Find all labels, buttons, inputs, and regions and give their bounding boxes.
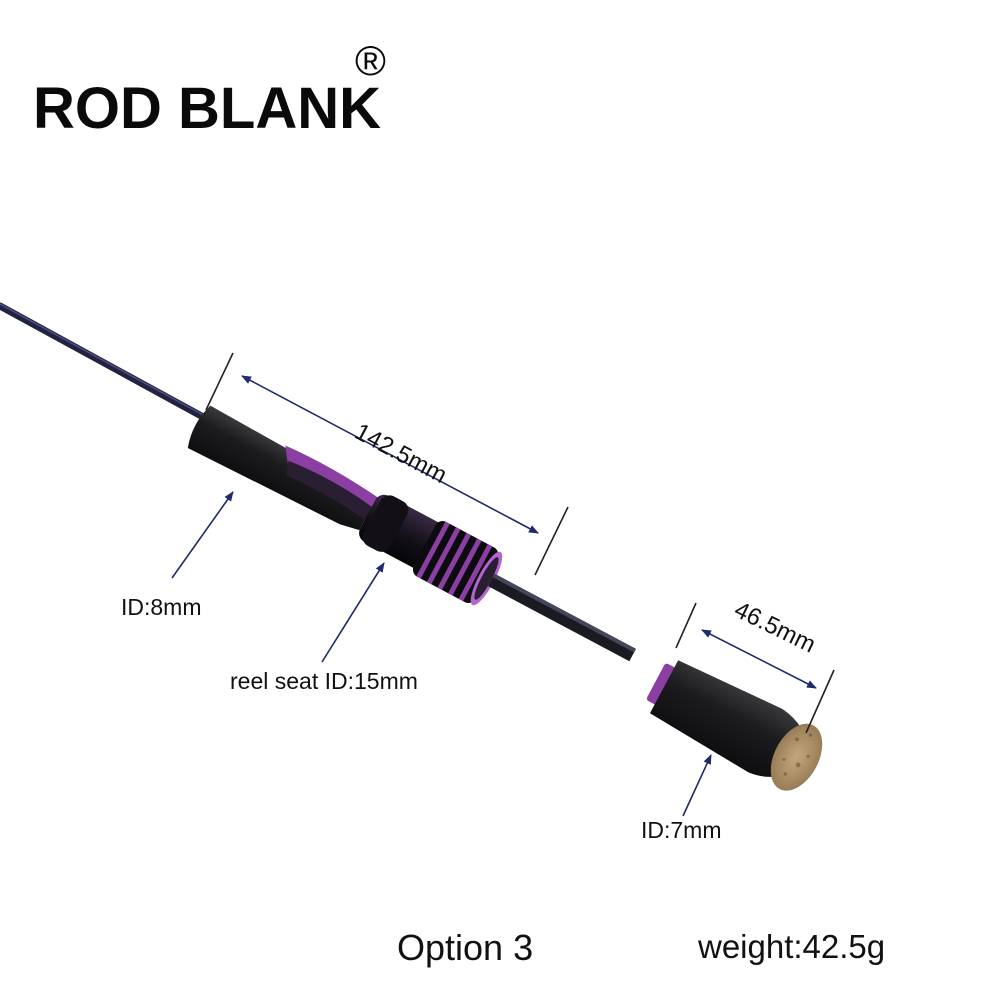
registered-mark: ® — [355, 37, 386, 84]
rear-grip-assembly — [646, 660, 823, 791]
rear-grip-id-label: ID:7mm — [641, 817, 722, 843]
weight-label: weight:42.5g — [698, 928, 886, 965]
rear-purple-ring — [646, 663, 677, 706]
front-grip-id-label: ID:8mm — [121, 594, 202, 620]
callout-arrows — [171, 491, 712, 817]
front-foam-grip — [187, 405, 375, 531]
reel-seat-nut-ribs — [416, 521, 493, 602]
dimension-rear-grip — [675, 602, 835, 734]
reel-seat-id-label: reel seat ID:15mm — [230, 668, 418, 694]
rod-blank — [0, 302, 209, 422]
butt-shaft — [488, 573, 636, 662]
dimension-front-grip — [205, 352, 569, 576]
brand-logo-text: ROD BLANK — [33, 76, 381, 141]
option-label: Option 3 — [397, 927, 534, 968]
front-grip-assembly — [187, 405, 636, 662]
rear-foam-grip — [649, 660, 808, 777]
